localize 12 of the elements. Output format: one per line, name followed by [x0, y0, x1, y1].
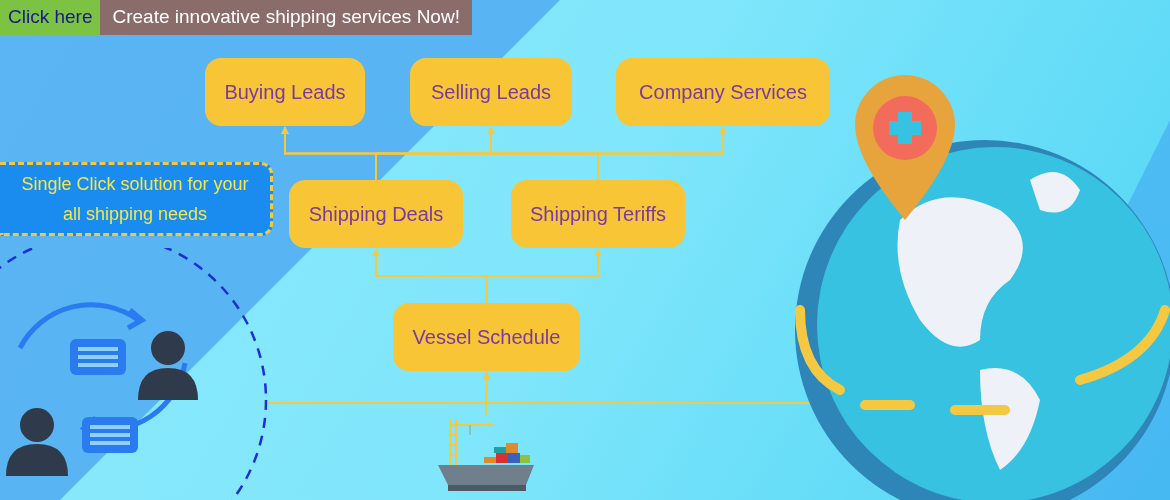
process-box: Vessel Schedule [393, 303, 580, 371]
connector-arrow [597, 126, 727, 181]
process-box: Shipping Teriffs [511, 180, 685, 248]
process-box: Shipping Deals [289, 180, 463, 248]
connector-arrow [485, 248, 602, 304]
process-box: Buying Leads [205, 58, 365, 126]
click-here-link: Click here [0, 0, 101, 35]
banner-text: Create innovative shipping services Now! [100, 0, 472, 35]
callout-box: Single Click solution for your all shipping needs [0, 162, 273, 236]
connector-arrow [482, 371, 491, 416]
process-box: Company Services [616, 58, 830, 126]
process-box: Selling Leads [410, 58, 572, 126]
